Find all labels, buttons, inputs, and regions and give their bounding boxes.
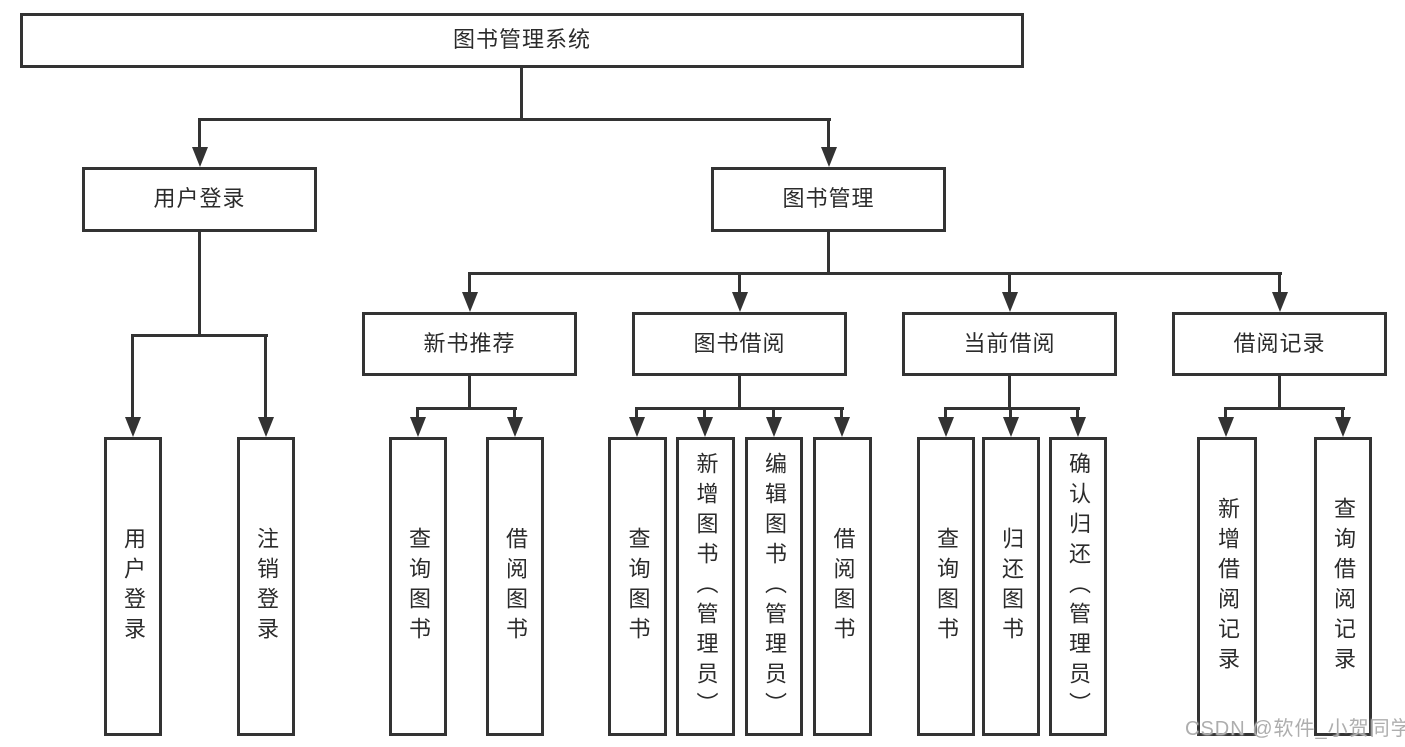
arrow-down-icon <box>821 147 837 167</box>
line <box>944 407 947 418</box>
leaf-borrow-books: 借阅图书 <box>813 437 872 736</box>
node-book-management: 图书管理 <box>711 167 946 232</box>
arrow-down-icon <box>192 147 208 167</box>
line <box>772 407 775 418</box>
leaf-query-books-borrow: 查询图书 <box>608 437 667 736</box>
node-user-login: 用户登录 <box>82 167 317 232</box>
line <box>944 407 1080 410</box>
leaf-query-books-current: 查询图书 <box>917 437 975 736</box>
leaf-borrow-books-recommend: 借阅图书 <box>486 437 544 736</box>
line <box>520 68 523 118</box>
line <box>468 272 471 294</box>
arrow-down-icon <box>1218 417 1234 437</box>
leaf-user-login: 用户登录 <box>104 437 162 736</box>
leaf-return-books: 归还图书 <box>982 437 1040 736</box>
line <box>1009 407 1012 418</box>
line <box>1224 407 1227 418</box>
line <box>198 118 201 148</box>
line <box>840 407 843 418</box>
node-book-borrowing: 图书借阅 <box>632 312 847 376</box>
line <box>468 376 471 407</box>
arrow-down-icon <box>1070 417 1086 437</box>
line <box>1278 376 1281 407</box>
line <box>635 407 844 410</box>
leaf-query-books-recommend: 查询图书 <box>389 437 447 736</box>
line <box>131 334 134 418</box>
line <box>1008 272 1011 294</box>
line <box>131 334 268 337</box>
csdn-watermark: CSDN @软件_小贺同学 <box>1185 718 1405 740</box>
line <box>264 334 267 418</box>
line <box>416 407 517 410</box>
line <box>827 118 830 148</box>
line <box>703 407 706 418</box>
line <box>198 118 831 121</box>
arrow-down-icon <box>1002 292 1018 312</box>
arrow-down-icon <box>410 417 426 437</box>
arrow-down-icon <box>1003 417 1019 437</box>
line <box>635 407 638 418</box>
line <box>513 407 516 418</box>
line <box>1278 272 1281 294</box>
arrow-down-icon <box>507 417 523 437</box>
arrow-down-icon <box>766 417 782 437</box>
arrow-down-icon <box>462 292 478 312</box>
line <box>1341 407 1344 418</box>
line <box>827 232 830 272</box>
arrow-down-icon <box>629 417 645 437</box>
line <box>416 407 419 418</box>
arrow-down-icon <box>834 417 850 437</box>
node-new-book-recommendation: 新书推荐 <box>362 312 577 376</box>
arrow-down-icon <box>697 417 713 437</box>
node-current-borrowing: 当前借阅 <box>902 312 1117 376</box>
leaf-query-borrow-record: 查询借阅记录 <box>1314 437 1372 736</box>
line <box>468 272 1282 275</box>
node-library-system: 图书管理系统 <box>20 13 1024 68</box>
line <box>1008 376 1011 407</box>
leaf-edit-books-admin: 编辑图书（管理员） <box>745 437 803 736</box>
line <box>738 376 741 407</box>
line <box>1076 407 1079 418</box>
node-borrowing-records: 借阅记录 <box>1172 312 1387 376</box>
arrow-down-icon <box>125 417 141 437</box>
leaf-add-books-admin: 新增图书（管理员） <box>676 437 735 736</box>
leaf-logout: 注销登录 <box>237 437 295 736</box>
arrow-down-icon <box>1335 417 1351 437</box>
arrow-down-icon <box>1272 292 1288 312</box>
line <box>738 272 741 294</box>
line <box>1224 407 1345 410</box>
line <box>198 232 201 334</box>
leaf-add-borrow-record: 新增借阅记录 <box>1197 437 1257 736</box>
leaf-confirm-return-admin: 确认归还（管理员） <box>1049 437 1107 736</box>
arrow-down-icon <box>258 417 274 437</box>
arrow-down-icon <box>938 417 954 437</box>
arrow-down-icon <box>732 292 748 312</box>
